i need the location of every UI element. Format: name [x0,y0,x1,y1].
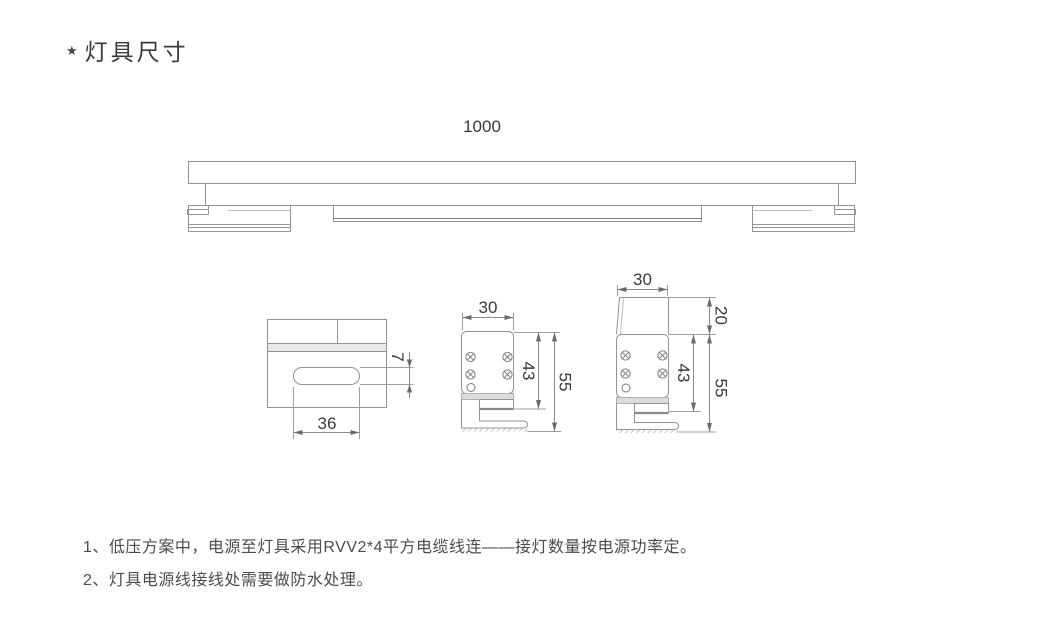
end-cap-view: 30 43 55 [461,298,575,432]
section-title: ★ 灯具尺寸 [66,36,189,65]
right-end-bracket [752,205,856,232]
dim-label-clipcap-width: 30 [633,270,652,289]
note-line-2: 2、灯具电源线接线处需要做防水处理。 [83,572,373,589]
led-strip [333,205,702,222]
dim-label-slot-width: 36 [318,414,337,433]
end-cap-clip-view: 30 20 [616,270,731,433]
mounting-plate-view: 36 7 [267,319,414,439]
left-end-bracket [187,205,291,232]
dim-label-clipcap-body-height: 43 [674,364,693,383]
section-title-text: 灯具尺寸 [84,39,189,65]
dim-label-endcap-total-height: 55 [556,373,575,392]
star-icon: ★ [66,42,78,58]
dim-label-endcap-body-height: 43 [519,362,538,381]
dim-label-clip-height: 20 [712,306,731,325]
screws [465,351,513,380]
note-line-1: 1、低压方案中，电源至灯具采用RVV2*4平方电缆线连——接灯数量按电源功率定。 [83,539,697,556]
screws [620,350,668,379]
dim-label-clipcap-total-height: 55 [712,379,731,398]
notes: 1、低压方案中，电源至灯具采用RVV2*4平方电缆线连——接灯数量按电源功率定。… [83,531,697,597]
dim-label-endcap-width: 30 [479,298,498,317]
dim-label-slot-height: 7 [388,352,407,361]
dim-label-length: 1000 [463,117,501,136]
lamp-side-view: 1000 [187,117,856,232]
